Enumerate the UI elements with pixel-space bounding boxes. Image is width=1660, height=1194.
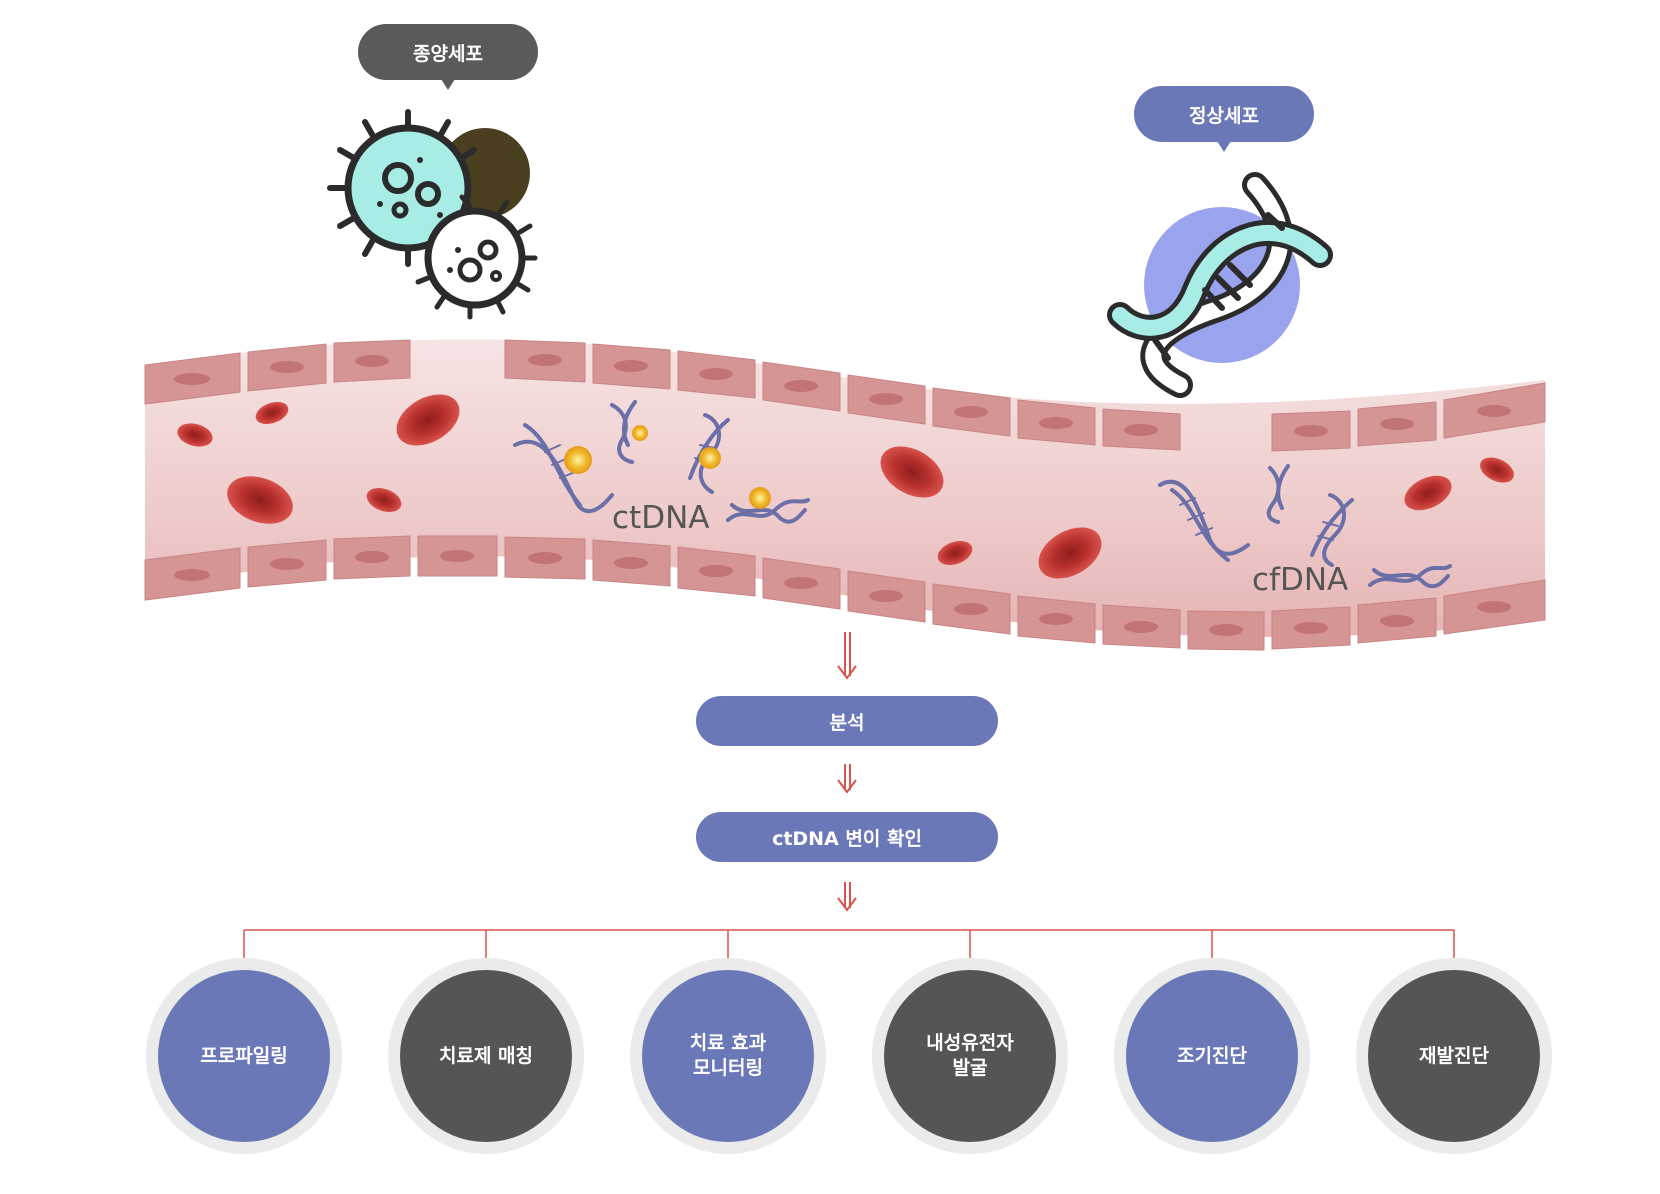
dna-strand-icon	[1266, 464, 1290, 524]
arrow-down-icon	[837, 632, 857, 680]
dna-strand-icon	[726, 498, 810, 524]
application-early-diagnosis: 조기진단	[1114, 958, 1310, 1154]
application-label: 재발진단	[1368, 970, 1540, 1142]
application-treatment-monitoring: 치료 효과 모니터링	[630, 958, 826, 1154]
red-blood-cell	[177, 423, 213, 447]
application-profiling: 프로파일링	[146, 958, 342, 1154]
red-blood-cell	[396, 394, 460, 446]
red-blood-cells	[177, 394, 1514, 579]
cfdna-label: cfDNA	[1252, 562, 1348, 598]
flow-arrows	[837, 632, 857, 912]
arrow-down-icon	[837, 764, 857, 794]
tumor-cell-label: 종양세포	[358, 24, 538, 90]
dna-strand-icon	[1310, 493, 1354, 567]
normal-cell-dna-icon	[1107, 172, 1333, 398]
application-label: 치료제 매칭	[400, 970, 572, 1142]
ctdna-label: ctDNA	[612, 500, 709, 536]
step-analysis: 분석	[696, 696, 998, 746]
red-blood-cell	[937, 540, 973, 566]
dna-strand-icon	[610, 400, 637, 464]
application-therapy-matching: 치료제 매칭	[388, 958, 584, 1154]
red-blood-cell	[255, 401, 289, 425]
red-blood-cell	[1038, 527, 1102, 579]
application-label: 프로파일링	[158, 970, 330, 1142]
ctdna-strands	[513, 400, 810, 524]
cfdna-strands	[1158, 464, 1452, 589]
application-resistance-gene-discovery: 내성유전자 발굴	[872, 958, 1068, 1154]
red-blood-cell	[1480, 457, 1514, 483]
normal-cell-label: 정상세포	[1134, 86, 1314, 152]
application-label: 내성유전자 발굴	[884, 970, 1056, 1142]
red-blood-cell	[1404, 475, 1452, 511]
blood-vessel	[144, 339, 1546, 651]
red-blood-cell	[227, 476, 293, 524]
red-blood-cell	[366, 487, 402, 513]
tumor-marker-dots	[564, 425, 771, 509]
dna-strand-icon	[513, 423, 614, 514]
red-blood-cell	[880, 446, 944, 498]
arrow-down-icon	[837, 882, 857, 912]
application-recurrence-diagnosis: 재발진단	[1356, 958, 1552, 1154]
tumor-cell-icon	[327, 109, 538, 320]
dna-strand-icon	[1368, 564, 1452, 589]
dna-strand-icon	[1158, 479, 1250, 562]
application-label: 치료 효과 모니터링	[642, 970, 814, 1142]
step-ctdna-mutation-confirm: ctDNA 변이 확인	[696, 812, 998, 862]
branch-connector	[243, 929, 1455, 972]
application-label: 조기진단	[1126, 970, 1298, 1142]
